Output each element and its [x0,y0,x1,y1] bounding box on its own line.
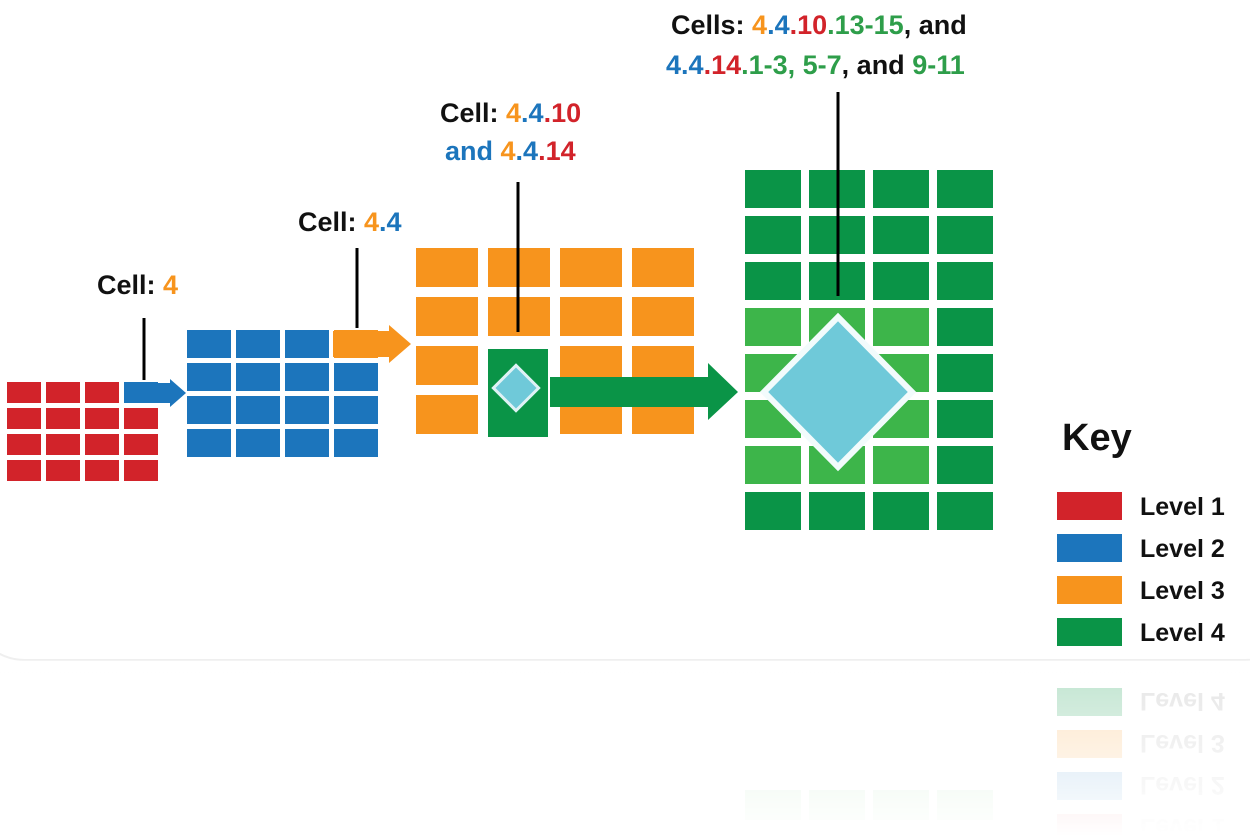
level3-cell [632,248,694,287]
level4-cell [873,262,929,300]
level4-cell [937,170,993,208]
level4-cell [937,400,993,438]
level1-cell [124,434,158,455]
key-label-2: Level 2 [1140,535,1225,563]
arrow-level1-to-level2 [124,379,186,407]
level4-diamond-region [759,312,917,472]
level2-cell [285,429,329,457]
level4-cell [937,262,993,300]
level1-cell [124,408,158,429]
label-cell-4-4-10: Cell: 4.4.10 [440,98,581,128]
level2-cell [285,363,329,391]
level1-cell [85,460,119,481]
level2-cell [285,396,329,424]
level4-cell [937,308,993,346]
level4-cell [873,446,929,484]
level4-cell [873,170,929,208]
level1-cell [85,408,119,429]
level4-cell [745,216,801,254]
key-label-3: Level 3 [1140,577,1225,605]
level3-cell [560,248,622,287]
highlighted-level3-cell [488,349,548,437]
level-1-grid [7,382,158,481]
level4-cell [937,492,993,530]
level1-cell [46,382,80,403]
level2-cell [187,396,231,424]
level2-cell [236,330,280,358]
level4-cell [873,308,929,346]
level4-cell [745,492,801,530]
key-label-1: Level 1 [1140,493,1225,521]
level3-cell [632,297,694,336]
level1-cell [124,460,158,481]
key-swatch-1 [1057,492,1122,520]
level1-cell [85,382,119,403]
key-label-4: Level 4 [1140,619,1225,647]
key-title: Key [1062,417,1132,459]
key-swatch-4 [1057,618,1122,646]
level2-cell [187,330,231,358]
level2-cell [236,429,280,457]
arrow-level3-to-level4 [550,363,738,420]
label-and-4-4-14: and 4.4.14 [445,136,576,166]
level4-cell [873,492,929,530]
key-legend: Level 1 Level 2 Level 3 Level 4 [1057,492,1225,647]
level3-cell [416,248,478,287]
level4-cell [937,446,993,484]
arrow-level2-to-level3 [333,325,411,363]
label-cell-4-4: Cell: 4.4 [298,207,402,237]
level2-cell [236,363,280,391]
label-cells-level4-line2: 4.4.14.1-3, 5-7, and 9-11 [666,50,965,80]
key-swatch-2 [1057,534,1122,562]
level3-cell [416,395,478,434]
level1-cell [85,434,119,455]
level3-cell [416,346,478,385]
label-cells-level4-line1: Cells: 4.4.10.13-15, and [671,10,967,40]
level2-cell [285,330,329,358]
level4-cell [873,216,929,254]
level4-cell [809,492,865,530]
level1-cell [46,434,80,455]
level4-cell [745,308,801,346]
level2-cell [334,363,378,391]
reflection-fade [0,660,1250,837]
level2-cell [334,429,378,457]
level4-cell [745,170,801,208]
level1-cell [7,408,41,429]
level2-cell [187,429,231,457]
level2-cell [187,363,231,391]
level1-cell [46,408,80,429]
level1-cell [7,382,41,403]
level1-cell [7,434,41,455]
level4-cell [937,354,993,392]
level3-cell [416,297,478,336]
level4-cell [937,216,993,254]
label-cell-4: Cell: 4 [97,270,178,300]
level4-cell [745,446,801,484]
level1-cell [46,460,80,481]
level4-cell [745,262,801,300]
level2-cell [334,396,378,424]
level2-cell [236,396,280,424]
level3-cell [560,297,622,336]
key-swatch-3 [1057,576,1122,604]
level1-cell [7,460,41,481]
